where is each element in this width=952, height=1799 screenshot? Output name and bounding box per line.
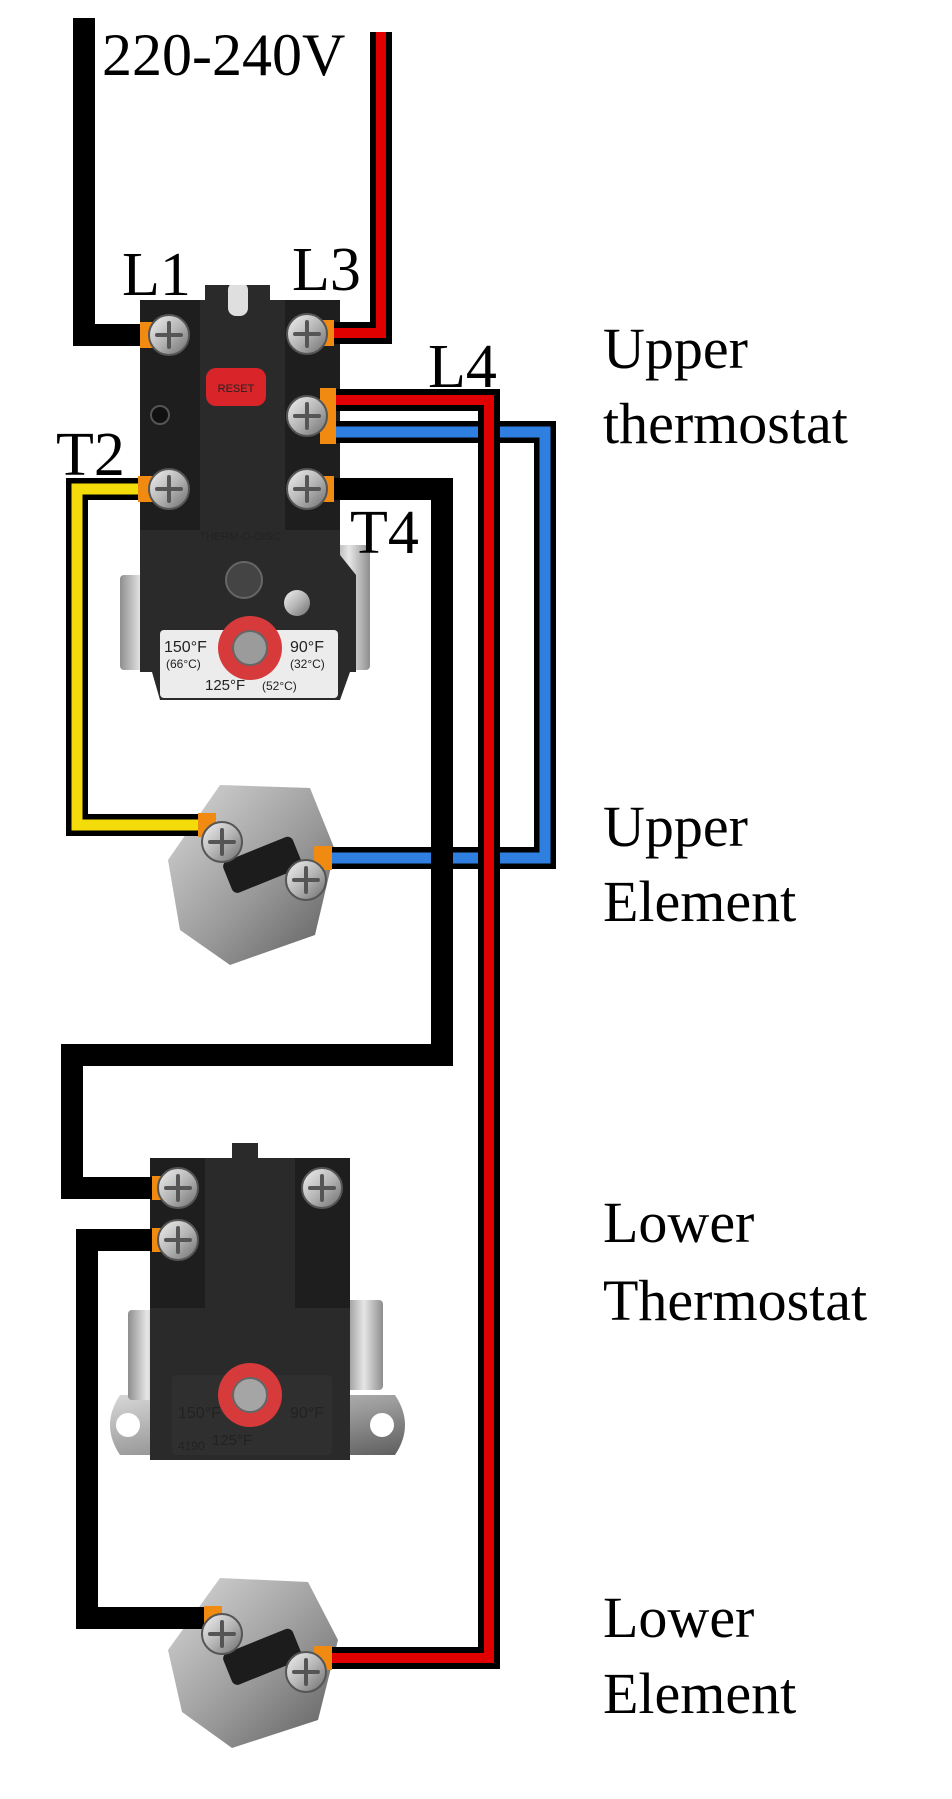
upper-thermostat-reset-label: RESET [218,383,255,395]
upper-thermostat-dial-center [232,630,268,666]
wire-t2-yellow [71,483,205,831]
lower-element-insulator [223,1628,302,1685]
supply-wire-l1-black [73,18,145,346]
terminal-label-t4: T4 [350,499,419,567]
lower-thermostat-low-setting: 90°F [290,1405,324,1422]
upper-thermostat-low-celsius: (32°C) [290,657,325,671]
upper-thermostat-low-setting: 90°F [290,639,324,656]
supply-wire-l3-red [322,32,386,338]
wire-t4-black [61,478,453,1199]
terminal-label-t2: T2 [56,421,125,489]
lower-element-terminal-1-screw [200,1612,244,1656]
upper-element-label-line1: Upper [603,794,748,859]
lower-element-label-line2: Element [603,1661,796,1726]
wire-l4-red [320,395,494,1663]
terminal-l4-screw [285,394,329,438]
terminal-label-l1: L1 [122,241,191,309]
lower-element-label-line1: Lower [603,1585,754,1650]
lower-thermostat-terminal-1-screw [156,1166,200,1210]
lower-thermostat-dial-center [232,1377,268,1413]
upper-thermostat-reset-button [206,368,266,406]
lower-element-terminal-2-screw [284,1650,328,1694]
upper-thermostat-brand: THERM-O-DISC [199,531,280,543]
upper-element-insulator [223,836,302,893]
lower-thermostat-mount-hole-left [116,1413,140,1437]
upper-thermostat-notch [228,282,248,316]
upper-element-terminal-1-screw [200,820,244,864]
upper-thermostat-label-line2: thermostat [603,391,848,456]
upper-thermostat-label-line1: Upper [603,316,748,381]
lower-thermostat-terminal-3-screw [300,1166,344,1210]
lower-thermostat-bracket-right [345,1300,383,1390]
terminal-l3-screw [285,312,329,356]
supply-voltage-label: 220-240V [102,22,345,88]
terminal-label-l3: L3 [292,236,361,304]
wire-lower-thermostat-black [76,1229,210,1629]
upper-thermostat-high-celsius: (66°C) [166,657,201,671]
wires [61,18,556,1669]
lower-thermostat: 150°F 90°F 125°F 4190 [110,1143,405,1460]
lower-thermostat-model-number: 4190 [178,1439,205,1453]
upper-element-terminal-2-screw [284,858,328,902]
terminal-l1-screw [147,313,191,357]
upper-thermostat-mid-celsius: (52°C) [262,679,297,693]
lower-thermostat-label-line1: Lower [603,1190,754,1255]
upper-thermostat-indicator [150,405,170,425]
terminal-t4-screw [285,467,329,511]
upper-thermostat-high-setting: 150°F [164,639,207,656]
upper-element-label-line2: Element [603,869,796,934]
lower-thermostat-mount-hole-right [370,1413,394,1437]
lower-thermostat-mid-setting: 125°F [212,1432,252,1449]
upper-thermostat-knob [225,561,263,599]
lower-thermostat-label-line2: Thermostat [603,1268,867,1333]
lower-thermostat-high-setting: 150°F [178,1405,221,1422]
lower-thermostat-terminal-2-screw [156,1218,200,1262]
terminal-t2-screw [147,467,191,511]
terminals [138,312,344,1694]
upper-thermostat-mid-setting: 125°F [205,677,245,694]
upper-thermostat-mount-screw [284,590,310,616]
terminal-label-l4: L4 [428,333,497,401]
